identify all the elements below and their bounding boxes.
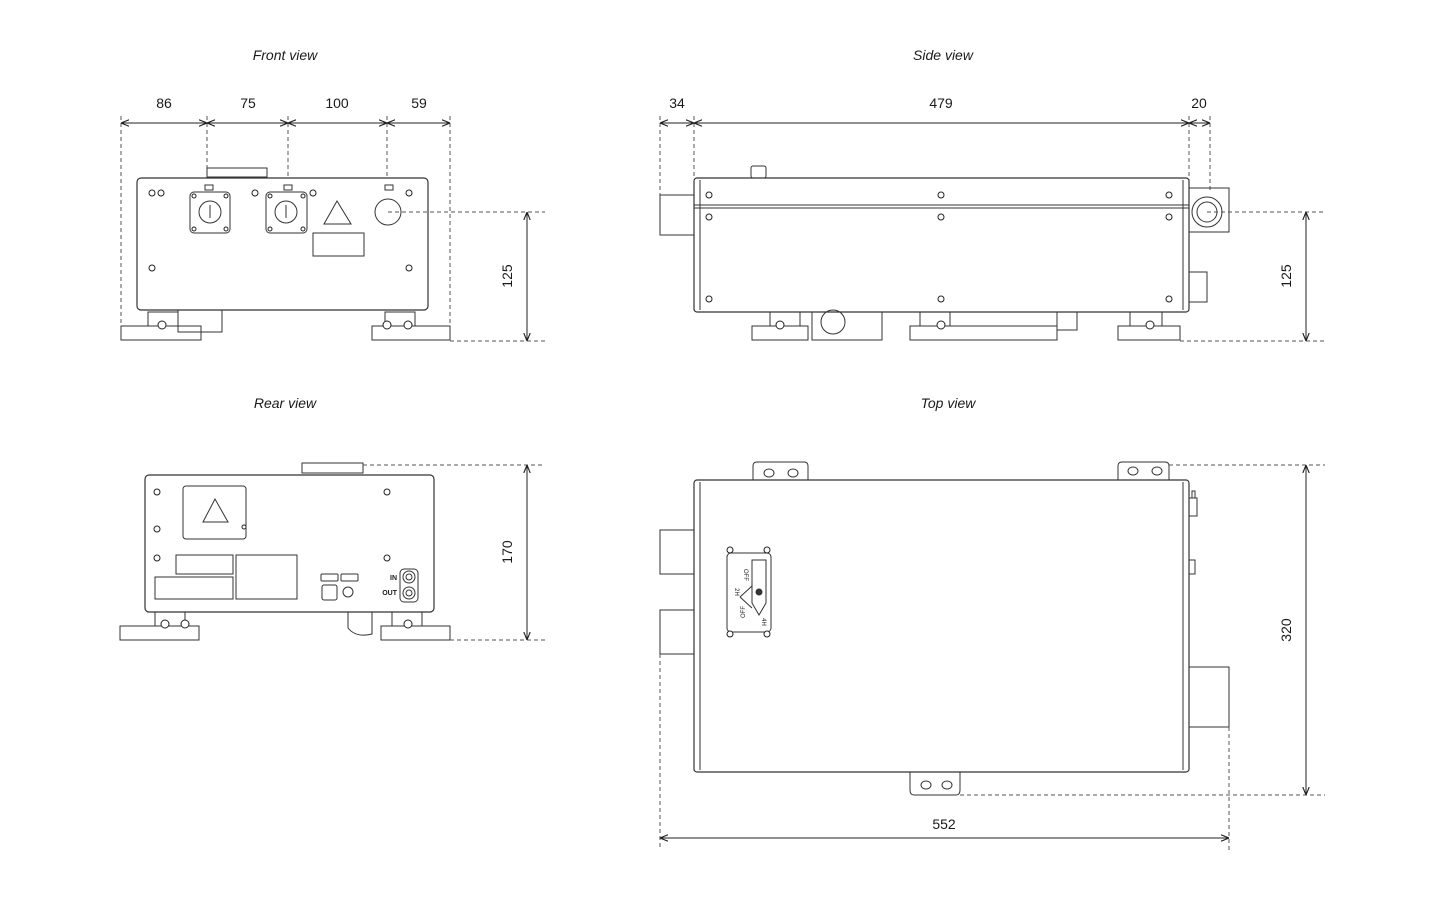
optical-port bbox=[374, 198, 402, 226]
front-view: Front view 86 75 100 59 bbox=[120, 47, 545, 342]
mode-switch-panel: OFF 2H OFF 4H bbox=[726, 546, 772, 638]
front-feet bbox=[120, 309, 451, 341]
optic-head-block bbox=[1188, 666, 1230, 728]
front-housing bbox=[136, 177, 429, 311]
top-mounting-tabs bbox=[752, 461, 1170, 796]
switch-label: OFF bbox=[741, 606, 747, 618]
connector-1 bbox=[189, 191, 231, 234]
rear-view-title: Rear view bbox=[254, 395, 317, 411]
top-housing bbox=[693, 479, 1190, 773]
front-width-dimensions: 86 75 100 59 bbox=[121, 95, 450, 123]
button-icon bbox=[342, 586, 354, 598]
label-plate bbox=[154, 576, 234, 600]
front-screws bbox=[148, 189, 413, 272]
height-label: 170 bbox=[499, 540, 515, 564]
top-handle bbox=[301, 462, 364, 474]
rear-connector-stub bbox=[659, 529, 695, 575]
front-view-title: Front view bbox=[253, 47, 318, 63]
height-label: 125 bbox=[499, 264, 515, 288]
mode-switch-knob[interactable] bbox=[751, 559, 767, 616]
switch-label: 2H bbox=[733, 588, 739, 596]
rear-screws bbox=[153, 488, 391, 562]
rear-connector-stub bbox=[659, 194, 695, 236]
side-fittings bbox=[1188, 271, 1208, 303]
rear-view: Rear view IN OUT bbox=[119, 395, 545, 641]
dim-label: 479 bbox=[929, 95, 953, 111]
label-plate bbox=[235, 554, 298, 600]
water-ports: IN OUT bbox=[382, 568, 419, 603]
rear-feet bbox=[119, 611, 451, 641]
dim-label: 75 bbox=[240, 95, 256, 111]
top-view: Top view bbox=[659, 395, 1325, 850]
connector-2 bbox=[265, 191, 308, 234]
side-length-dimensions: 34 479 20 bbox=[660, 95, 1210, 123]
warning-triangle-icon bbox=[323, 200, 352, 225]
dim-label: 86 bbox=[156, 95, 172, 111]
width-label: 552 bbox=[932, 816, 956, 832]
switch-label: 4H bbox=[760, 618, 766, 626]
side-screws bbox=[705, 191, 1173, 303]
side-feet bbox=[751, 309, 1181, 341]
rear-connector-stub bbox=[659, 609, 695, 655]
height-label: 125 bbox=[1278, 264, 1294, 288]
dim-label: 59 bbox=[411, 95, 427, 111]
rear-housing bbox=[144, 474, 435, 613]
height-label: 320 bbox=[1278, 618, 1294, 642]
dim-label: 34 bbox=[669, 95, 685, 111]
label-plate bbox=[175, 554, 234, 575]
label-plate bbox=[312, 232, 365, 257]
rear-fan-panel bbox=[182, 485, 247, 540]
side-optic-port bbox=[1188, 187, 1230, 233]
top-handle bbox=[206, 167, 268, 178]
dim-label: 20 bbox=[1191, 95, 1207, 111]
port-in-label: IN bbox=[390, 575, 397, 582]
warning-triangle-icon bbox=[202, 497, 229, 523]
port-out-label: OUT bbox=[382, 590, 398, 597]
usb-port bbox=[321, 584, 338, 601]
dim-label: 100 bbox=[325, 95, 349, 111]
top-view-title: Top view bbox=[921, 395, 977, 411]
switch-label: OFF bbox=[742, 569, 748, 581]
side-view-title: Side view bbox=[913, 47, 974, 63]
side-view: Side view 34 479 20 bbox=[659, 47, 1325, 342]
